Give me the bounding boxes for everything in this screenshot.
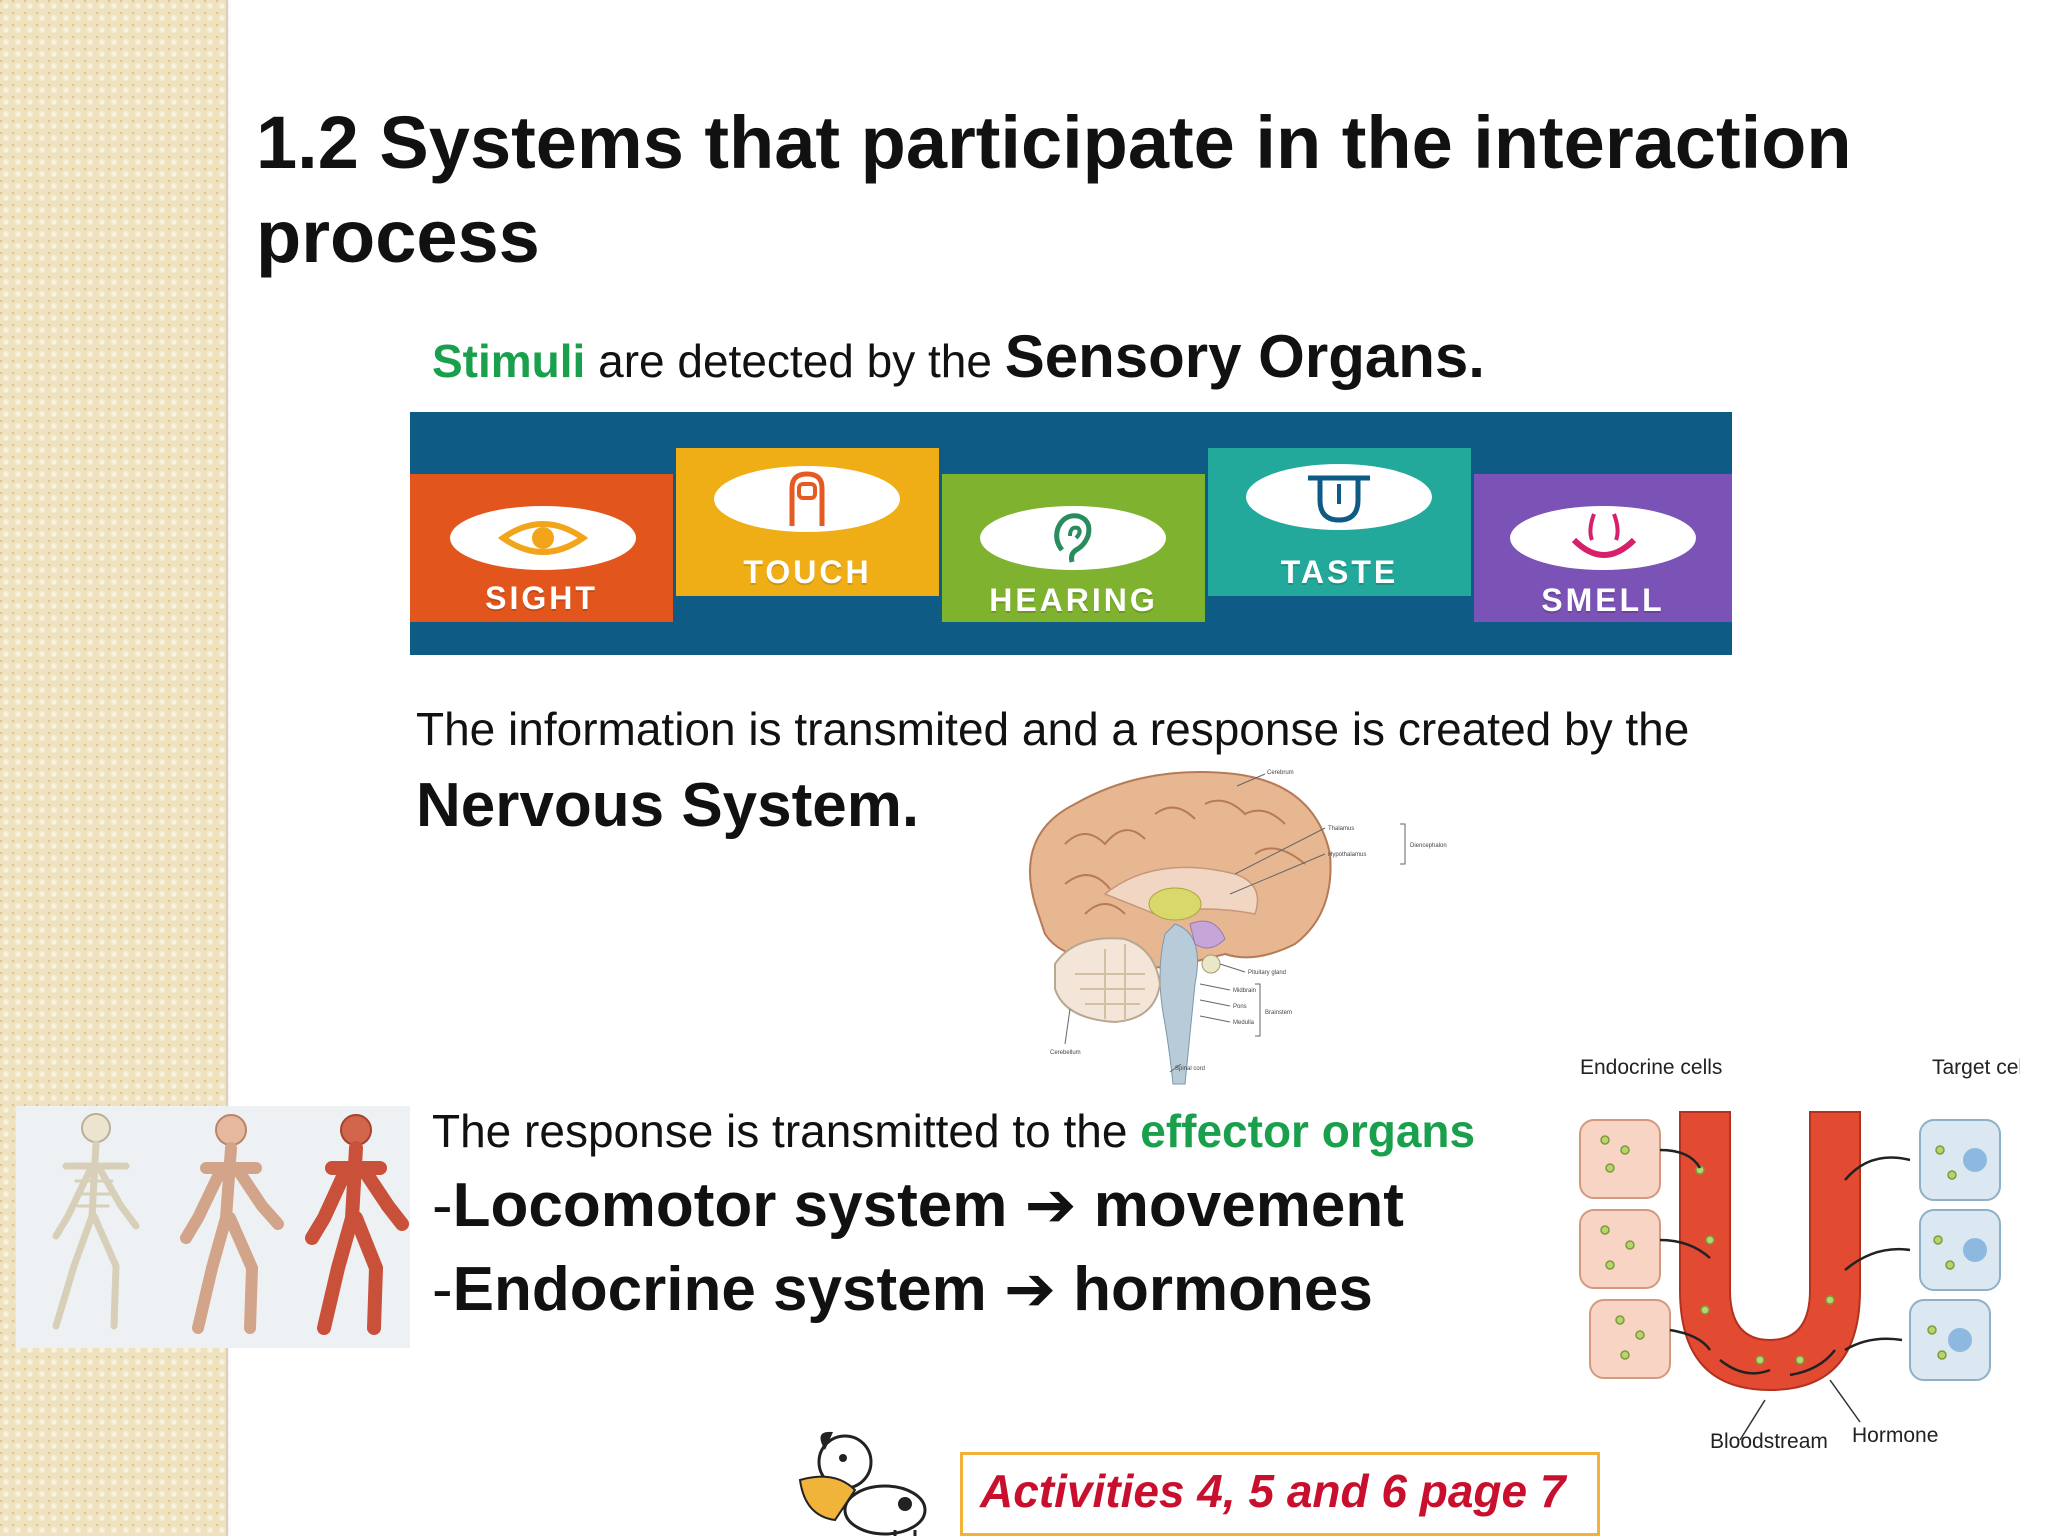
skeleton-runner (52, 1113, 140, 1330)
sensory-organs-emphasis: Sensory Organs. (1004, 323, 1485, 390)
sense-tile-taste: TASTE (1208, 448, 1471, 596)
ear-icon (1054, 513, 1092, 563)
brain-label-thalamus: Thalamus (1328, 826, 1354, 832)
brain-label-brainstem: Brainstem (1265, 1010, 1292, 1016)
endocrine-cell (1579, 1119, 1661, 1199)
item-dash: - (432, 1255, 453, 1324)
dog-mascot-icon (798, 1431, 927, 1536)
brain-label-medulla: Medulla (1233, 1020, 1255, 1026)
brain-label-cerebellum: Cerebellum (1050, 1050, 1081, 1056)
endocrine-cell (1579, 1209, 1661, 1289)
brain-diagram: Cerebrum Thalamus Hypothalamus Diencepha… (1029, 770, 1447, 1085)
arrow-icon: ➔ (1024, 1171, 1077, 1240)
locomotor-runners-image (16, 1106, 410, 1348)
sense-tile-sight: SIGHT (410, 474, 673, 622)
sense-label: TOUCH (743, 554, 872, 590)
slide-title: 1.2 Systems that participate in the inte… (256, 101, 1852, 278)
arrow-icon: ➔ (1003, 1255, 1056, 1324)
item-dash: - (432, 1171, 453, 1240)
hormones-label: hormones (1073, 1255, 1373, 1324)
bloodstream-label: Bloodstream (1710, 1430, 1828, 1450)
activities-box (960, 1452, 1600, 1536)
effector-prefix: The response is transmitted to the (432, 1105, 1141, 1157)
nervous-system-emphasis: Nervous System. (416, 771, 920, 840)
tongue-icon (1308, 475, 1370, 523)
hormone-label: Hormone (1852, 1424, 1938, 1447)
effector-sentence: The response is transmitted to the effec… (432, 1104, 1475, 1158)
brain-label-pituitary: Pituitary gland (1248, 970, 1286, 976)
brain-label-midbrain: Midbrain (1233, 988, 1256, 994)
endocrine-cells-label: Endocrine cells (1580, 1056, 1722, 1079)
locomotor-item: -Locomotor system ➔ movement (432, 1168, 1404, 1241)
target-cell (1919, 1209, 2001, 1291)
finger-icon (789, 471, 825, 526)
effector-keyword: effector organs (1140, 1105, 1476, 1157)
stimuli-middle: are detected by the (585, 335, 1005, 387)
locomotor-system-label: Locomotor system (452, 1171, 1008, 1240)
endocrine-item: -Endocrine system ➔ hormones (432, 1252, 1373, 1325)
side-strip-shadow (226, 0, 232, 1536)
sense-label: SIGHT (485, 580, 598, 616)
brain-label-diencephalon: Diencephalon (1410, 843, 1447, 849)
nose-icon (1571, 513, 1637, 558)
sense-label: HEARING (989, 582, 1158, 618)
sense-tile-hearing: HEARING (942, 474, 1205, 622)
target-cell (1919, 1119, 2001, 1201)
muscle-runner (305, 1114, 409, 1335)
brain-label-spinal-cord: Spinal cord (1175, 1066, 1205, 1072)
senses-banner: SIGHT TOUCH HEARING TASTE SMELL (410, 412, 1732, 655)
endocrine-diagram: Endocrine cells Target cells Bloodstream… (1570, 1056, 2020, 1450)
sense-tile-smell: SMELL (1474, 474, 1732, 622)
brain-label-hypothalamus: Hypothalamus (1328, 852, 1366, 858)
stimuli-sentence: Stimuli are detected by the Sensory Orga… (432, 322, 1485, 391)
target-cells-label: Target cells (1932, 1056, 2020, 1079)
nervous-line: The information is transmited and a resp… (416, 703, 1690, 755)
stimuli-keyword: Stimuli (432, 335, 586, 387)
semi-muscle-runner (180, 1114, 284, 1334)
brain-label-cerebrum: Cerebrum (1267, 770, 1294, 776)
endocrine-cell (1589, 1299, 1671, 1379)
activities-reference: Activities 4, 5 and 6 page 7 (980, 1465, 1566, 1517)
endocrine-system-label: Endocrine system (452, 1255, 987, 1324)
eye-icon (498, 521, 588, 555)
sense-label: SMELL (1541, 582, 1665, 618)
brain-label-pons: Pons (1233, 1004, 1247, 1010)
sense-tile-touch: TOUCH (676, 448, 939, 596)
sense-label: TASTE (1280, 554, 1399, 590)
movement-label: movement (1093, 1171, 1404, 1240)
